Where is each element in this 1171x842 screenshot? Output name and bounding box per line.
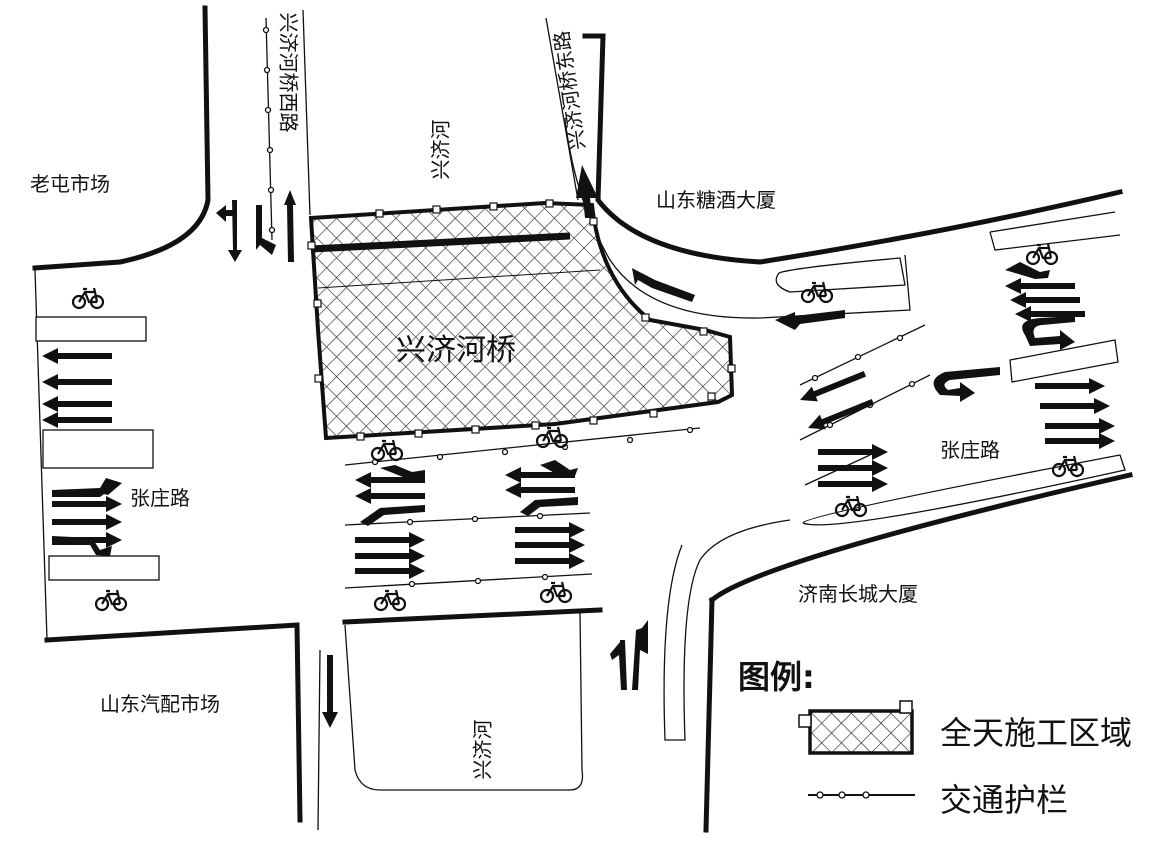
- construction-zone: [307, 199, 736, 441]
- road-edges: [32, 5, 1133, 833]
- road-zhangzhuang-east: 张庄路: [940, 438, 1000, 462]
- edge-nw: [32, 5, 211, 271]
- edge-sw: [44, 622, 303, 823]
- west-arrows: [42, 348, 122, 556]
- legend-graphics: [798, 700, 915, 799]
- south-arrows: [355, 460, 585, 579]
- legend-construction-label: 全天施工区域: [940, 714, 1133, 752]
- place-shandong-tangjiu: 山东糖酒大厦: [656, 188, 776, 212]
- edge-se: [708, 472, 1133, 604]
- east-arrows: [632, 262, 1115, 492]
- legend-barrier-label: 交通护栏: [940, 781, 1069, 819]
- river-north: 兴济河: [428, 119, 453, 180]
- river-south: 兴济河: [470, 719, 495, 780]
- north-leg-arrows: [216, 165, 648, 728]
- place-shandong-qipei: 山东汽配市场: [100, 692, 220, 716]
- legend-construction-swatch: [808, 709, 914, 755]
- thin-lines: [34, 9, 1126, 831]
- edge-ne: [582, 33, 1124, 265]
- edge-se-down: [703, 597, 715, 833]
- road-xingjihe-qiao-xi: 兴济河桥西路: [276, 12, 301, 133]
- edge-s-bridge: [342, 607, 603, 625]
- bridge-label: 兴济河桥: [396, 333, 516, 368]
- road-zhangzhuang-west: 张庄路: [130, 486, 190, 510]
- legend-title: 图例:: [738, 658, 815, 696]
- place-laotun: 老屯市场: [30, 172, 110, 196]
- place-jinan-changcheng: 济南长城大厦: [798, 582, 918, 606]
- west-crosswalk: [35, 316, 160, 581]
